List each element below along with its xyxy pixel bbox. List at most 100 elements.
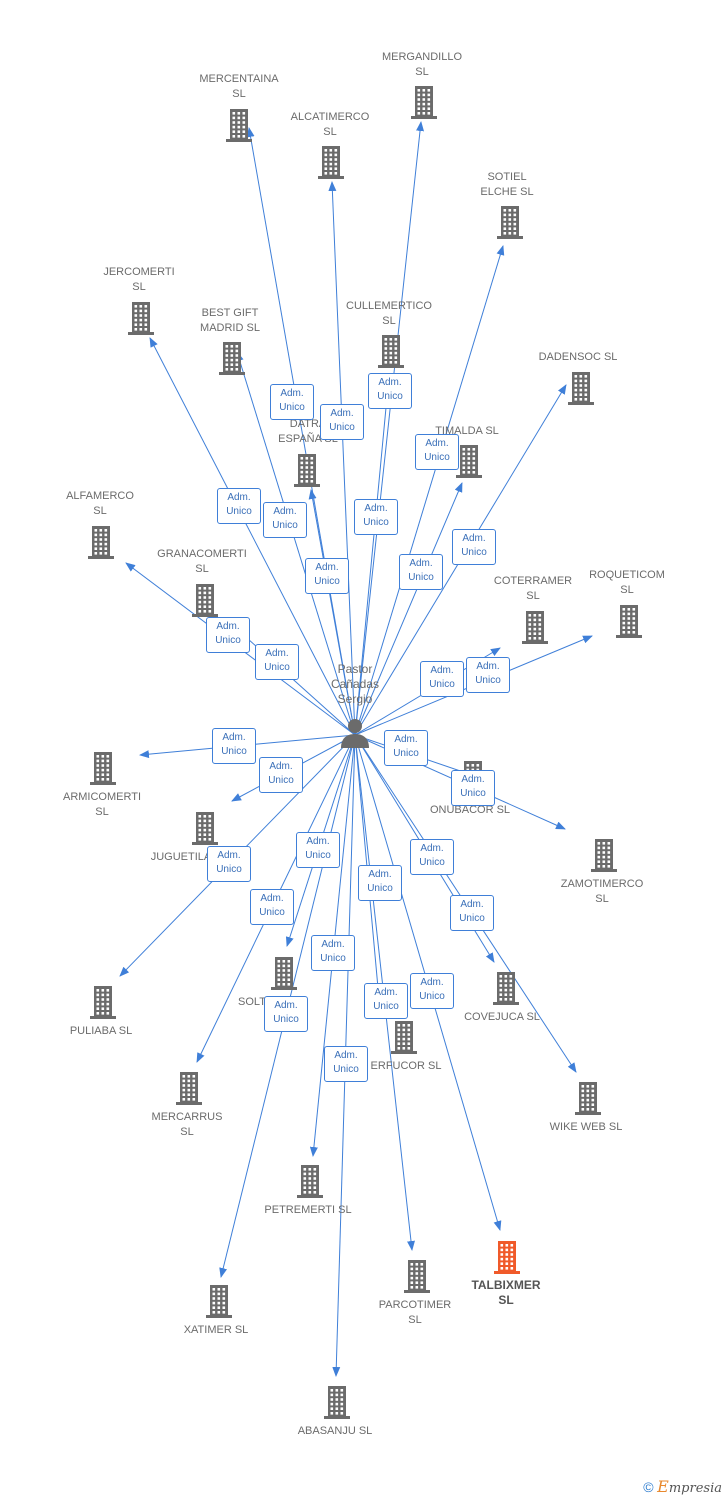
company-node-mergandillo[interactable]	[408, 85, 440, 119]
role-label-petremerti: Adm. Unico	[311, 935, 355, 971]
company-node-parcotimer[interactable]	[401, 1259, 433, 1293]
edge-datra	[308, 489, 356, 736]
company-node-coterramer[interactable]	[519, 610, 551, 644]
role-label-covejuca: Adm. Unico	[410, 839, 454, 875]
company-label-dadensoc[interactable]: DADENSOC SL	[518, 350, 638, 365]
company-node-alfamerco[interactable]	[85, 525, 117, 559]
company-label-alfamerco[interactable]: ALFAMERCO SL	[40, 489, 160, 519]
person-icon	[341, 719, 369, 748]
company-label-parcotimer[interactable]: PARCOTIMER SL	[355, 1298, 475, 1328]
company-label-cullemertico[interactable]: CULLEMERTICO SL	[329, 299, 449, 329]
company-node-talbixmer[interactable]	[491, 1240, 523, 1274]
role-label-mergandillo: Adm. Unico	[368, 373, 412, 409]
company-label-bestgift[interactable]: BEST GIFT MADRID SL	[170, 306, 290, 336]
company-label-petremerti[interactable]: PETREMERTI SL	[248, 1203, 368, 1218]
company-node-abasanju[interactable]	[321, 1385, 353, 1419]
company-node-bestgift[interactable]	[216, 341, 248, 375]
company-label-erfucor[interactable]: ERFUCOR SL	[346, 1059, 466, 1074]
company-name: JERCOMERTI SL	[103, 266, 175, 293]
company-node-roqueticom[interactable]	[613, 604, 645, 638]
center-person[interactable]: Pastor Cañadas Sergio	[305, 662, 405, 749]
company-label-solt[interactable]: SOLT	[192, 995, 312, 1010]
company-label-juguetila[interactable]: JUGUETILA	[121, 850, 241, 865]
company-label-talbixmer[interactable]: TALBIXMER SL	[446, 1278, 566, 1308]
company-label-wikeweb[interactable]: WIKE WEB SL	[526, 1120, 646, 1135]
role-label-sotiel: Adm. Unico	[415, 434, 459, 470]
company-node-sotiel[interactable]	[494, 205, 526, 239]
company-name: BEST GIFT MADRID SL	[200, 307, 260, 334]
building-icon	[497, 206, 523, 239]
company-label-onubacor[interactable]: ONUBACOR SL	[410, 803, 530, 818]
company-node-cullemertico[interactable]	[375, 334, 407, 368]
company-node-wikeweb[interactable]	[572, 1081, 604, 1115]
role-label-mercentaina: Adm. Unico	[270, 384, 314, 420]
company-label-roqueticom[interactable]: ROQUETICOM SL	[567, 568, 687, 598]
company-label-datra[interactable]: DATRA ESPAÑA SL	[248, 417, 368, 447]
company-label-mercarrus[interactable]: MERCARRUS SL	[127, 1110, 247, 1140]
company-label-coterramer[interactable]: COTERRAMER SL	[473, 574, 593, 604]
company-name: ONUBACOR SL	[429, 804, 511, 816]
company-node-erfucor[interactable]	[388, 1020, 420, 1054]
company-label-zamotimerco[interactable]: ZAMOTIMERCO SL	[542, 877, 662, 907]
company-label-covejuca[interactable]: COVEJUCA SL	[442, 1010, 562, 1025]
building-icon	[391, 1021, 417, 1054]
company-label-alcatimerco[interactable]: ALCATIMERCO SL	[270, 110, 390, 140]
company-node-timalda[interactable]	[453, 444, 485, 478]
company-label-jercomerti[interactable]: JERCOMERTI SL	[79, 265, 199, 295]
company-node-alcatimerco[interactable]	[315, 145, 347, 179]
company-name: XATIMER SL	[183, 1324, 249, 1336]
edge-mergandillo	[354, 121, 425, 736]
company-node-petremerti[interactable]	[294, 1164, 326, 1198]
building-icon	[294, 454, 320, 487]
building-icon	[591, 839, 617, 872]
company-name: TALBIXMER SL	[471, 1278, 541, 1307]
company-label-mergandillo[interactable]: MERGANDILLO SL	[362, 50, 482, 80]
company-node-covejuca[interactable]	[490, 971, 522, 1005]
edge-cullemertico	[354, 375, 393, 736]
building-icon	[494, 1241, 520, 1274]
role-label-roqueticom: Adm. Unico	[466, 657, 510, 693]
company-name: PETREMERTI SL	[264, 1204, 352, 1216]
company-name: WIKE WEB SL	[549, 1121, 623, 1133]
company-label-mercentaina[interactable]: MERCENTAINA SL	[179, 72, 299, 102]
building-icon	[411, 86, 437, 119]
company-name: PARCOTIMER SL	[378, 1299, 452, 1326]
building-icon	[324, 1386, 350, 1419]
company-node-solt[interactable]	[268, 956, 300, 990]
role-label-dadensoc: Adm. Unico	[452, 529, 496, 565]
person-name: Pastor Cañadas Sergio	[330, 662, 380, 706]
company-name: ROQUETICOM SL	[589, 569, 665, 596]
edge-sotiel	[354, 245, 505, 736]
company-label-xatimer[interactable]: XATIMER SL	[156, 1323, 276, 1338]
company-node-mercentaina[interactable]	[223, 108, 255, 142]
building-icon	[404, 1260, 430, 1293]
company-node-armicomerti[interactable]	[87, 751, 119, 785]
company-label-puliaba[interactable]: PULIABA SL	[41, 1024, 161, 1039]
role-label-abasanju: Adm. Unico	[324, 1046, 368, 1082]
company-name: COTERRAMER SL	[493, 575, 573, 602]
company-node-datra[interactable]	[291, 453, 323, 487]
edge-alcatimerco	[328, 181, 356, 736]
company-name: ALCATIMERCO SL	[290, 111, 370, 138]
company-label-abasanju[interactable]: ABASANJU SL	[275, 1424, 395, 1439]
company-node-jercomerti[interactable]	[125, 301, 157, 335]
company-label-armicomerti[interactable]: ARMICOMERTI SL	[42, 790, 162, 820]
building-icon	[318, 146, 344, 179]
company-node-zamotimerco[interactable]	[588, 838, 620, 872]
company-label-granacomerti[interactable]: GRANACOMERTI SL	[142, 547, 262, 577]
company-name: CULLEMERTICO SL	[346, 300, 432, 327]
company-node-juguetila[interactable]	[189, 811, 221, 845]
company-node-granacomerti[interactable]	[189, 583, 221, 617]
role-label-timalda: Adm. Unico	[399, 554, 443, 590]
company-node-dadensoc[interactable]	[565, 371, 597, 405]
company-node-xatimer[interactable]	[203, 1284, 235, 1318]
role-label-datra: Adm. Unico	[305, 558, 349, 594]
edge-bestgift	[235, 351, 356, 736]
role-label-coterramer: Adm. Unico	[420, 661, 464, 697]
company-node-mercarrus[interactable]	[173, 1071, 205, 1105]
company-name: DATRA ESPAÑA SL	[278, 418, 338, 445]
company-label-sotiel[interactable]: SOTIEL ELCHE SL	[447, 170, 567, 200]
company-node-puliaba[interactable]	[87, 985, 119, 1019]
role-label-zamotimerco: Adm. Unico	[451, 770, 495, 806]
